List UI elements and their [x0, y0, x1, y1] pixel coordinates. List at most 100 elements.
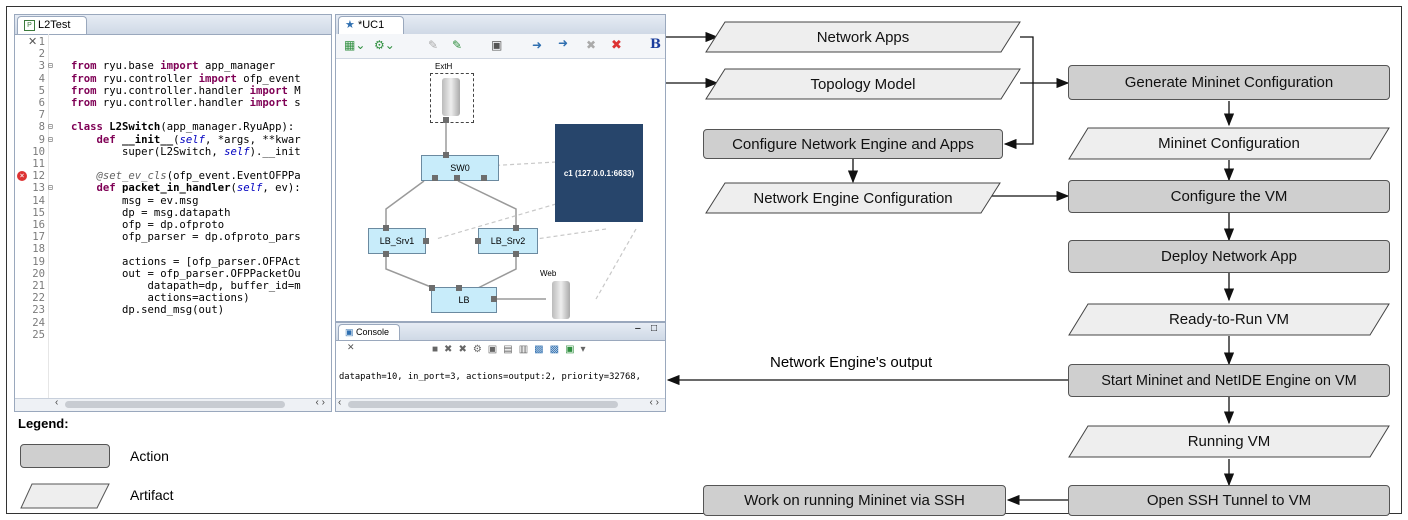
clear-icon[interactable]: ▣	[487, 344, 504, 355]
legend-action-shape	[20, 444, 110, 468]
delete-disabled-icon[interactable]: ✖	[586, 38, 597, 52]
model-tab[interactable]: ★ *UC1 ✕	[338, 16, 404, 48]
engine-output-label: Network Engine's output	[770, 354, 933, 371]
code-line[interactable]: actions=actions)	[71, 292, 250, 305]
pin-icon[interactable]: ▥	[518, 344, 535, 355]
deploy-app-action: Deploy Network App	[1068, 240, 1390, 273]
deploy-app-label: Deploy Network App	[1161, 248, 1297, 265]
code-line[interactable]: ofp_parser = dp.ofproto_pars	[71, 231, 301, 244]
mininet-config-artifact: Mininet Configuration	[1068, 127, 1390, 160]
fold-icon[interactable]: ⊟	[48, 61, 53, 71]
mininet-config-label: Mininet Configuration	[1158, 135, 1300, 152]
line-number: 10	[32, 145, 45, 158]
console-hscroll[interactable]: ‹ ‹ ›	[336, 397, 665, 411]
generate-mininet-action: Generate Mininet Configuration	[1068, 65, 1390, 100]
port	[475, 238, 481, 244]
edit-icon[interactable]: ✎	[428, 38, 439, 52]
code-line[interactable]: actions = [ofp_parser.OFPAct	[71, 255, 301, 268]
close-tab-icon[interactable]: ✕	[347, 342, 355, 352]
console-toolbar[interactable]: ■✖✖⚙▣▤▥▩▩▣▾	[432, 344, 662, 360]
console-select-icon[interactable]: ▩	[549, 344, 566, 355]
line-number: 24	[32, 316, 45, 329]
line-number: 9	[38, 133, 45, 146]
scroll-thumb[interactable]	[348, 401, 618, 408]
line-number: 25	[32, 328, 45, 341]
connect-icon[interactable]: ➜	[532, 38, 543, 52]
stop-icon[interactable]: ■	[432, 344, 445, 355]
code-line[interactable]: class L2Switch(app_manager.RyuApp):	[71, 121, 295, 134]
open-console-icon[interactable]: ▣	[565, 344, 581, 355]
scroll-left-icon[interactable]: ‹	[338, 397, 342, 408]
model-toolbar: ▦⌄ ⚙⌄ ✎ ✎ ▣ ➜ ➜ ✖ ✖ B	[336, 34, 665, 59]
configure-engine-action: Configure Network Engine and Apps	[703, 129, 1003, 159]
server-icon	[442, 78, 460, 116]
layout-tool-icon[interactable]: ⚙⌄	[374, 38, 395, 52]
port	[423, 238, 429, 244]
code-line[interactable]: out = ofp_parser.OFPPacketOu	[71, 267, 301, 280]
label-icon[interactable]: ➜	[558, 36, 569, 50]
code-line[interactable]: from ryu.base import app_manager	[71, 60, 276, 73]
error-icon[interactable]: ×	[17, 171, 27, 182]
editor-hscroll[interactable]: ‹ ‹ ›	[15, 397, 331, 411]
code-line[interactable]: ofp = dp.ofproto	[71, 219, 225, 231]
scroll-left-icon[interactable]: ‹	[55, 397, 59, 408]
code-line[interactable]: super(L2Switch, self).__init	[71, 145, 301, 158]
port	[432, 175, 438, 181]
exth-label: ExtH	[435, 62, 453, 71]
scroll-right-icon[interactable]: ‹ ›	[649, 397, 659, 408]
work-ssh-label: Work on running Mininet via SSH	[744, 492, 965, 509]
bold-icon[interactable]: B	[650, 37, 661, 52]
line-number: 15	[32, 206, 45, 219]
line-number: 11	[32, 158, 45, 170]
parallelogram-shape	[705, 68, 1021, 100]
fold-icon[interactable]: ⊟	[48, 183, 53, 193]
code-line[interactable]: from ryu.controller.handler import s	[71, 97, 301, 109]
view-menu-icon[interactable]: ▾	[580, 344, 592, 355]
console-tab[interactable]: ▣ Console ✕	[338, 324, 400, 352]
fold-icon[interactable]: ⊟	[48, 122, 53, 132]
line-number: 8	[38, 121, 45, 134]
topology-model-artifact: Topology Model	[705, 68, 1021, 100]
gutter-line	[48, 34, 49, 399]
web-server-icon[interactable]	[552, 281, 570, 319]
delete-icon[interactable]: ✖	[611, 37, 622, 52]
close-tab-icon[interactable]: ✕	[28, 36, 38, 48]
minimize-icon[interactable]: −	[634, 323, 641, 335]
code-line[interactable]: @set_ev_cls(ofp_event.EventOFPPa	[96, 170, 301, 183]
legend-artifact-label: Artifact	[130, 487, 174, 503]
code-line[interactable]: from ryu.controller import ofp_event	[71, 72, 301, 85]
debug-icon[interactable]: ⚙	[472, 344, 488, 355]
scroll-right-icon[interactable]: ‹ ›	[315, 397, 325, 408]
maximize-icon[interactable]: □	[650, 323, 657, 334]
scroll-thumb[interactable]	[65, 401, 285, 408]
code-line[interactable]: from ryu.controller.handler import M	[71, 84, 301, 97]
controller-node[interactable]: c1 (127.0.0.1:6633)	[555, 124, 643, 222]
code-line[interactable]: msg = ev.msg	[71, 194, 199, 207]
port	[383, 225, 389, 231]
lb-srv1-node[interactable]: LB_Srv1	[368, 228, 426, 254]
select-tool-icon[interactable]: ▦⌄	[344, 38, 366, 52]
lb-node[interactable]: LB	[431, 287, 497, 313]
fold-icon[interactable]: ⊟	[48, 134, 53, 144]
code-line[interactable]: def packet_in_handler(self, ev):	[96, 182, 301, 195]
lb-srv2-node[interactable]: LB_Srv2	[478, 228, 538, 254]
display-icon[interactable]: ▩	[534, 344, 550, 355]
network-apps-label: Network Apps	[816, 28, 910, 46]
lock-scroll-icon[interactable]: ▤	[503, 344, 519, 355]
parallelogram-shape	[705, 182, 1001, 214]
code-line[interactable]: dp.send_msg(out)	[71, 304, 225, 317]
generate-mininet-label: Generate Mininet Configuration	[1124, 74, 1334, 91]
remove-icon[interactable]: ✖	[444, 344, 459, 355]
add-element-icon[interactable]: ✎	[452, 38, 463, 52]
code-line[interactable]: dp = msg.datapath	[71, 206, 231, 219]
remove-all-icon[interactable]: ✖	[458, 344, 473, 355]
code-line[interactable]: datapath=dp, buffer_id=m	[71, 280, 301, 292]
exth-node[interactable]	[430, 73, 474, 123]
lb-srv1-label: LB_Srv1	[379, 236, 415, 246]
ctrl-link-srv2	[535, 228, 607, 240]
copy-icon[interactable]: ▣	[491, 38, 503, 52]
code-line[interactable]: def __init__(self, *args, **kwar	[96, 133, 301, 146]
